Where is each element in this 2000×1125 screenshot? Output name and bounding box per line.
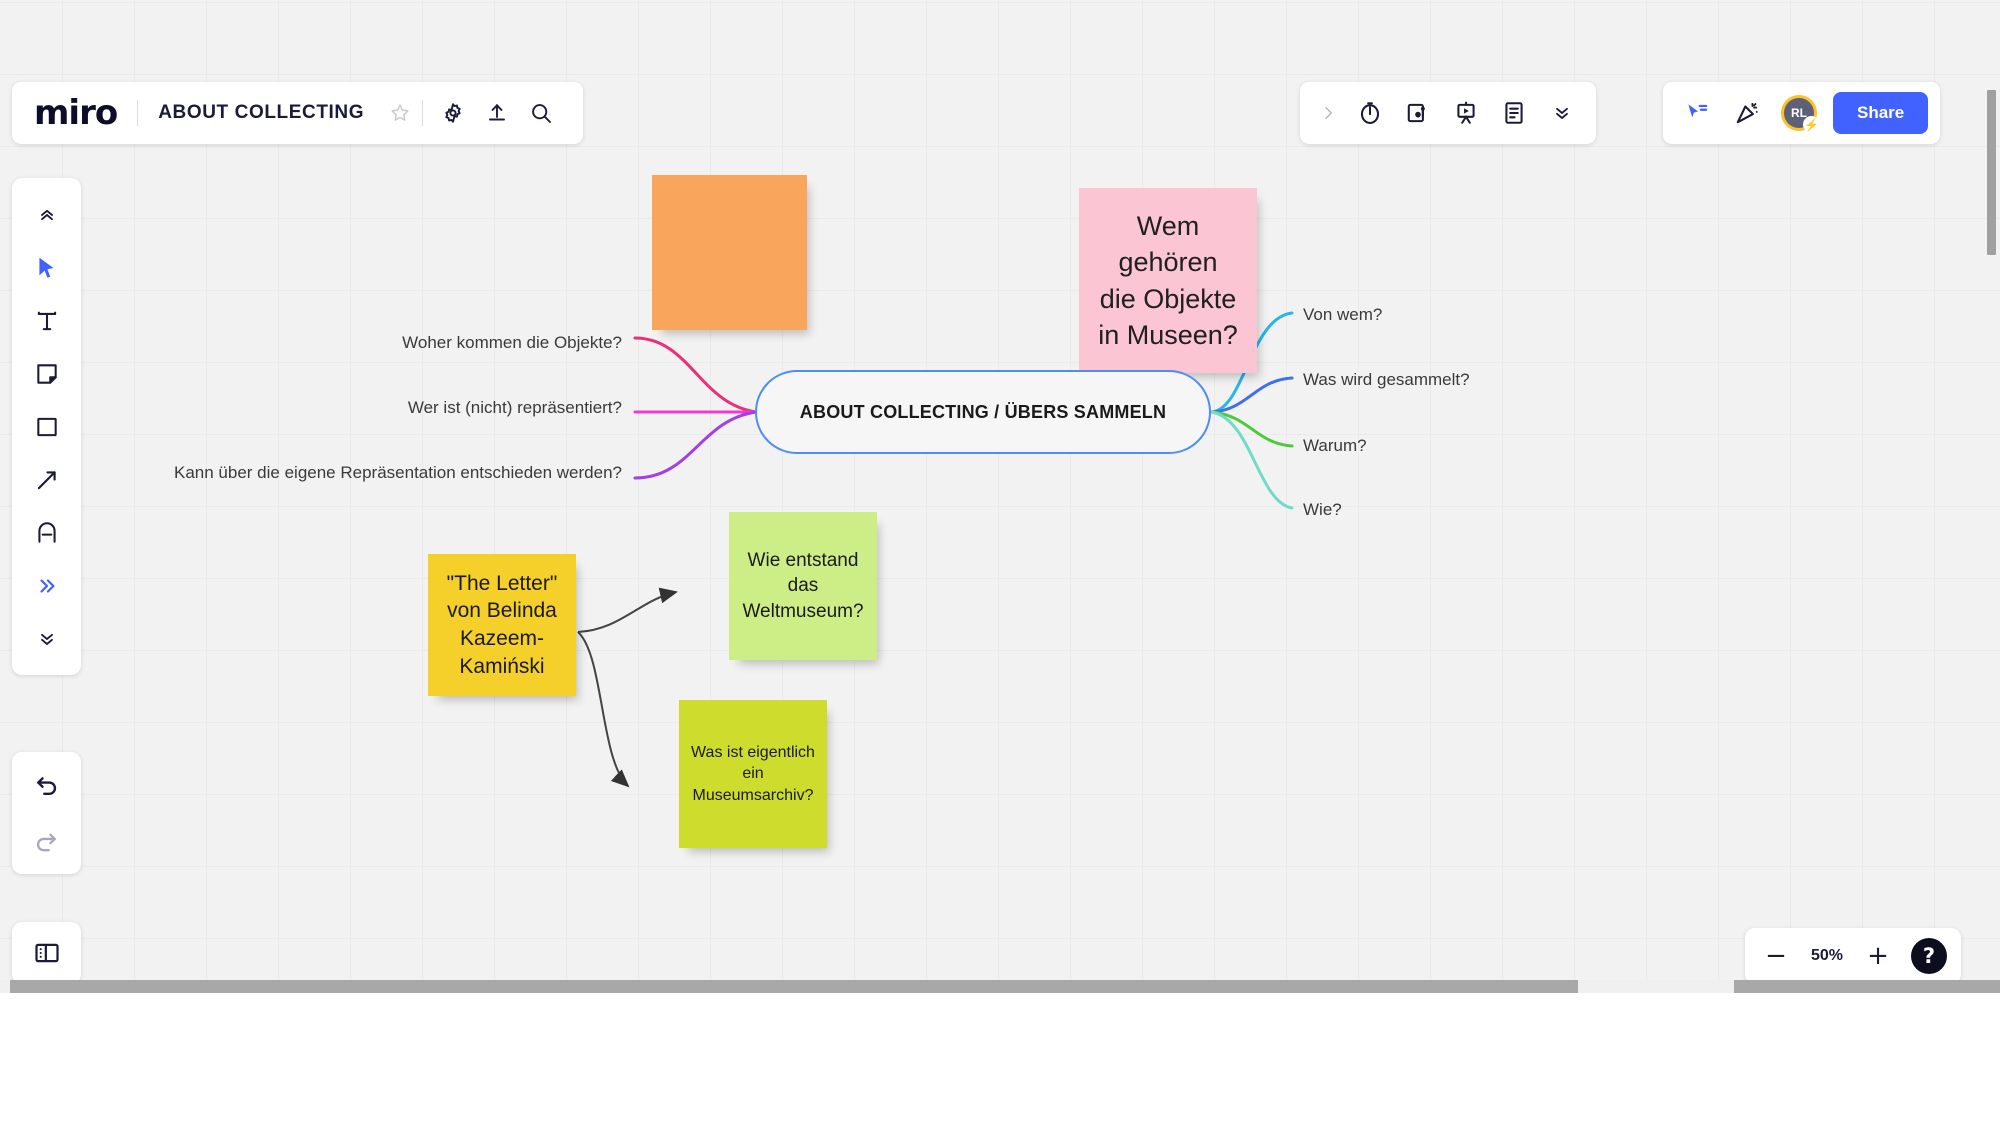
board-header-right: RL ⚡ Share [1663,82,1941,144]
tool-select[interactable] [22,241,72,294]
chevron-double-right-icon[interactable] [22,559,72,612]
board-canvas[interactable]: Wem gehören die Objekte in Museen? "The … [0,0,2000,993]
chevron-double-down-icon[interactable] [1540,91,1584,135]
bottom-spacer [0,993,2000,1125]
video-chat-icon[interactable] [1396,91,1440,135]
share-button[interactable]: Share [1833,92,1929,134]
zoom-out-button[interactable]: − [1765,941,1787,971]
presentation-icon[interactable] [1444,91,1488,135]
branch-label-von-wem[interactable]: Von wem? [1303,305,1383,324]
header-divider-2 [422,100,424,126]
redo-icon[interactable] [22,813,72,866]
chevron-double-down-icon-toolbar[interactable] [22,612,72,665]
zoom-level-label[interactable]: 50% [1810,947,1844,964]
creation-toolbar [12,178,81,675]
search-icon[interactable] [519,91,563,135]
branch-label-woher-kommen-die-objekte[interactable]: Woher kommen die Objekte? [402,333,622,352]
page-title[interactable]: ABOUT COLLECTING [158,102,365,123]
sticky-note-green-light[interactable]: Wie entstand das Weltmuseum? [729,512,877,660]
upload-icon[interactable] [475,91,519,135]
help-button[interactable]: ? [1911,938,1947,974]
tool-sticky-note[interactable] [22,347,72,400]
branch-label-wer-ist-nicht-repraesentiert[interactable]: Wer ist (nicht) repräsentiert? [407,398,622,417]
lightning-bolt-icon: ⚡ [1803,116,1820,133]
vertical-scrollbar-thumb[interactable] [1987,90,1996,255]
header-divider-1 [137,100,139,126]
miro-logo[interactable]: miro [34,93,118,133]
branch-label-wie[interactable]: Wie? [1303,500,1342,519]
tool-frame[interactable] [22,506,72,559]
avatar[interactable]: RL ⚡ [1781,95,1820,133]
sticky-note-yellow[interactable]: "The Letter" von Belinda Kazeem- Kamińsk… [428,554,576,696]
horizontal-scrollbar-thumb-right[interactable] [1734,980,2000,993]
branch-label-warum[interactable]: Warum? [1303,436,1367,455]
tool-shape[interactable] [22,400,72,453]
horizontal-scrollbar[interactable] [0,980,2000,993]
mindmap-edges [577,311,1294,788]
tool-connector[interactable] [22,453,72,506]
avatar-initials: RL [1791,106,1807,120]
cursor-follow-icon[interactable] [1675,91,1719,135]
notes-icon[interactable] [1492,91,1536,135]
side-panel-toggle[interactable] [12,922,81,984]
mindmap-central-node[interactable]: ABOUT COLLECTING / ÜBERS SAMMELN [755,370,1211,454]
confetti-wand-icon[interactable] [1725,91,1769,135]
chevron-right-icon[interactable] [1312,91,1344,135]
tool-text[interactable] [22,294,72,347]
zoom-in-button[interactable]: + [1867,941,1889,971]
branch-label-was-wird-gesammelt[interactable]: Was wird gesammelt? [1303,370,1470,389]
sticky-note-orange[interactable] [652,175,807,330]
branch-label-kann-ueber-die-eigene-repraesentation[interactable]: Kann über die eigene Repräsentation ents… [174,463,622,482]
sticky-note-pink[interactable]: Wem gehören die Objekte in Museen? [1079,188,1257,373]
board-header-center [1300,82,1596,144]
side-panel-icon[interactable] [22,927,72,980]
zoom-controls: − 50% + ? [1745,928,1961,984]
horizontal-scrollbar-thumb[interactable] [10,980,1578,993]
undo-icon[interactable] [22,760,72,813]
sticky-note-green-dark[interactable]: Was ist eigentlich ein Museumsarchiv? [679,700,827,848]
history-toolbar [12,752,81,874]
timer-icon[interactable] [1348,91,1392,135]
star-icon[interactable] [378,91,422,135]
board-header-left: miro ABOUT COLLECTING [12,82,584,144]
chevron-double-up-icon[interactable] [22,188,72,241]
gear-icon[interactable] [431,91,475,135]
